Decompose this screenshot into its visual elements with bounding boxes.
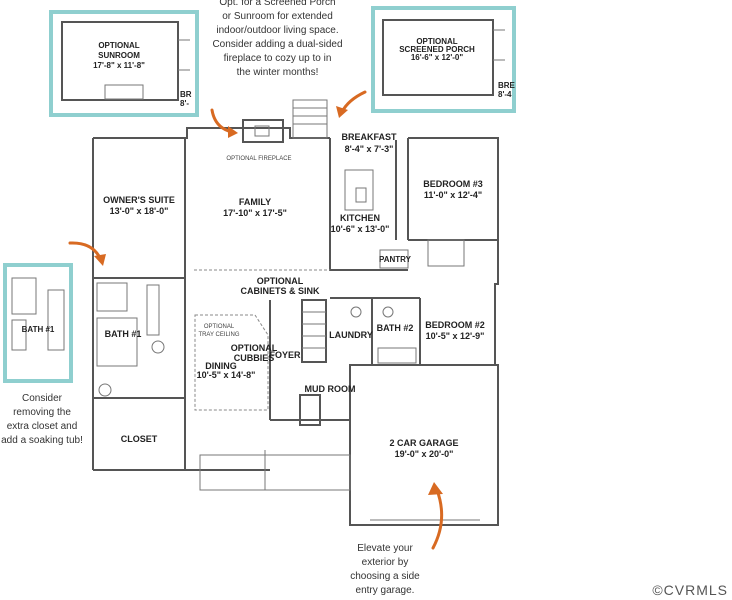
- screened-porch-partial-label: BRE: [498, 81, 516, 90]
- sunroom-partial-label: BR: [180, 90, 192, 99]
- breakfast-dims: 8'-4" x 7'-3": [345, 144, 394, 154]
- porch-note-line: Consider adding a dual-sided: [212, 39, 343, 50]
- arrow-garage: [428, 482, 444, 550]
- inset-bath: BATH #1: [3, 263, 73, 383]
- screened-porch-label-2: SCREENED PORCH: [399, 45, 475, 54]
- screened-porch-partial-dims: 8'-4: [498, 90, 512, 99]
- sunroom-label-2: SUNROOM: [98, 51, 140, 60]
- dining-dims: 10'-5" x 14'-8": [197, 370, 256, 380]
- garage-note-line: Elevate your: [357, 543, 413, 554]
- bedroom2-label: BEDROOM #2: [425, 320, 485, 330]
- kitchen-dims: 10'-6" x 13'-0": [331, 224, 390, 234]
- porch-note-line: or Sunroom for extended: [222, 11, 333, 22]
- garage-note-line: choosing a side: [350, 571, 420, 582]
- closet-note-line: add a soaking tub!: [1, 435, 83, 446]
- arrow-owners-suite: [68, 241, 106, 266]
- garage-note: Elevate your exterior by choosing a side…: [340, 542, 430, 598]
- sunroom-partial-dims: 8'-: [180, 99, 189, 108]
- pantry-label: PANTRY: [379, 255, 412, 264]
- screened-porch-dims: 16'-6" x 12'-0": [411, 53, 464, 62]
- dining-label: DINING: [205, 361, 237, 371]
- screened-porch-label: OPTIONAL: [416, 37, 457, 46]
- closet-note: Consider removing the extra closet and a…: [0, 392, 84, 448]
- sunroom-label: OPTIONAL: [98, 41, 139, 50]
- owners-suite-label: OWNER'S SUITE: [103, 195, 175, 205]
- porch-note: Opt. for a Screened Porch or Sunroom for…: [200, 0, 355, 80]
- bath1-label: BATH #1: [105, 329, 142, 339]
- bedroom3-dims: 11'-0" x 12'-4": [424, 190, 482, 200]
- kitchen-label: KITCHEN: [340, 213, 380, 223]
- inset-bath-label: BATH #1: [22, 325, 55, 334]
- garage-label: 2 CAR GARAGE: [389, 438, 458, 448]
- breakfast-label: BREAKFAST: [341, 132, 397, 142]
- family-label: FAMILY: [239, 197, 271, 207]
- main-plan: [92, 99, 499, 526]
- optional-fireplace-label: OPTIONAL FIREPLACE: [226, 156, 291, 162]
- closet-note-line: extra closet and: [6, 421, 78, 432]
- porch-note-line: Opt. for a Screened Porch: [219, 0, 336, 8]
- optional-cabinets-label-2: CABINETS & SINK: [240, 286, 320, 296]
- sunroom-dims: 17'-8" x 11'-8": [93, 61, 145, 70]
- optional-cubbies-label-2: CUBBIES: [234, 353, 275, 363]
- closet-note-line: Consider: [21, 393, 63, 404]
- optional-cabinets-label: OPTIONAL: [257, 276, 304, 286]
- optional-tray-label: OPTIONAL: [204, 324, 235, 330]
- inset-sunroom: OPTIONAL SUNROOM 17'-8" x 11'-8" BR 8'-: [49, 10, 199, 117]
- family-dims: 17'-10" x 17'-5": [223, 208, 287, 218]
- garage-note-line: entry garage.: [355, 585, 415, 596]
- garage-note-line: exterior by: [361, 557, 409, 568]
- closet-note-line: removing the: [13, 407, 71, 418]
- laundry-label: LAUNDRY: [329, 330, 373, 340]
- optional-cubbies-label: OPTIONAL: [231, 343, 278, 353]
- porch-note-line: fireplace to cozy up to in: [223, 53, 332, 64]
- optional-tray-label-2: TRAY CEILING: [198, 332, 239, 338]
- inset-screened-porch: OPTIONAL SCREENED PORCH 16'-6" x 12'-0" …: [371, 6, 516, 113]
- garage-dims: 19'-0" x 20'-0": [395, 449, 454, 459]
- copyright-watermark: ©CVRMLS: [652, 582, 728, 598]
- closet-label: CLOSET: [121, 434, 158, 444]
- arrow-fireplace: [210, 108, 238, 138]
- arrow-breakfast: [336, 90, 367, 118]
- bath2-label: BATH #2: [377, 323, 414, 333]
- foyer-label: FOYER: [269, 350, 301, 360]
- bedroom3-label: BEDROOM #3: [423, 179, 483, 189]
- bedroom2-dims: 10'-5" x 12'-9": [426, 331, 485, 341]
- mud-room-label: MUD ROOM: [305, 384, 356, 394]
- porch-note-line: the winter months!: [236, 67, 319, 78]
- porch-note-line: indoor/outdoor living space.: [216, 25, 339, 36]
- owners-suite-dims: 13'-0" x 18'-0": [110, 206, 169, 216]
